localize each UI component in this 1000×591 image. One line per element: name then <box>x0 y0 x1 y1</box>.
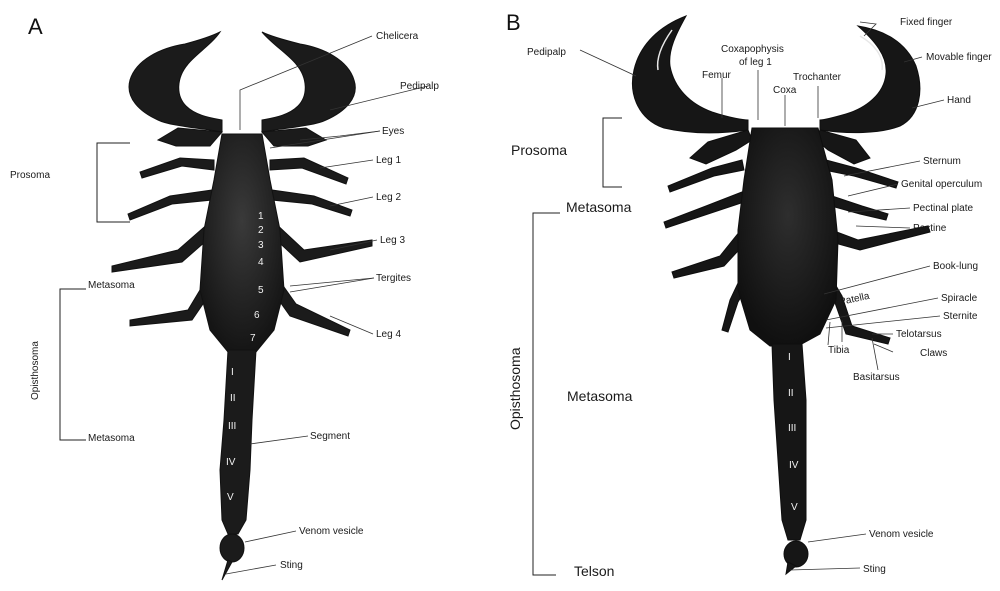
label-coxapophysis-line1: Coxapophysis <box>721 44 784 55</box>
tail-numeral: III <box>228 421 236 432</box>
label-sting-b: Sting <box>863 564 886 575</box>
scorpion-a-leg1-right <box>270 158 348 184</box>
label-trochanter: Trochanter <box>793 72 842 83</box>
scorpion-b-drawing <box>632 16 930 574</box>
scorpion-b-left-arm <box>690 130 752 164</box>
label-metasoma-mid-b: Metasoma <box>567 388 633 404</box>
scorpion-a-drawing <box>112 32 372 580</box>
label-femur: Femur <box>702 70 732 81</box>
tergite-number: 4 <box>258 257 264 268</box>
label-coxa: Coxa <box>773 85 797 96</box>
label-movable-finger: Movable finger <box>926 52 992 63</box>
bracket-opisthosoma-b <box>533 213 560 575</box>
label-hand: Hand <box>947 95 971 106</box>
label-pedipalp: Pedipalp <box>400 81 439 92</box>
label-sternite: Sternite <box>943 311 978 322</box>
scorpion-a-leg1-left <box>140 158 214 178</box>
scorpion-b-leg2-left <box>664 192 744 228</box>
label-spiracle: Spiracle <box>941 293 978 304</box>
scorpion-a-left-pedipalp <box>129 32 222 132</box>
tail-numeral: IV <box>226 457 236 468</box>
label-sternum: Sternum <box>923 156 961 167</box>
label-metasoma-top-b: Metasoma <box>566 199 632 215</box>
label-book-lung: Book-lung <box>933 261 978 272</box>
label-fixed-finger: Fixed finger <box>900 17 953 28</box>
scorpion-b-tail <box>772 344 806 540</box>
tail-numeral: III <box>788 423 796 434</box>
scorpion-a-right-arm <box>262 128 326 146</box>
label-prosoma-b: Prosoma <box>511 142 567 158</box>
scorpion-a-vesicle <box>220 534 244 562</box>
label-metasoma-top-a: Metasoma <box>88 280 135 291</box>
label-venom-vesicle: Venom vesicle <box>299 526 364 537</box>
label-sting: Sting <box>280 560 303 571</box>
scorpion-a-tail <box>220 350 256 534</box>
panel-b-letter: B <box>506 10 521 35</box>
label-metasoma-bottom-a: Metasoma <box>88 433 135 444</box>
label-segment: Segment <box>310 431 350 442</box>
label-venom-vesicle-b: Venom vesicle <box>869 529 934 540</box>
label-patella: Patella <box>838 291 871 308</box>
tail-numeral: I <box>788 352 791 363</box>
tergite-number: 1 <box>258 211 264 222</box>
bracket-prosoma-a <box>97 143 130 222</box>
tail-numeral: I <box>231 367 234 378</box>
tail-numeral: II <box>230 393 236 404</box>
label-genital-operculum: Genital operculum <box>901 179 982 190</box>
label-chelicera: Chelicera <box>376 31 419 42</box>
label-pectine: Pectine <box>913 223 947 234</box>
label-leg-2: Leg 2 <box>376 192 401 203</box>
label-coxapophysis-line2: of leg 1 <box>739 57 772 68</box>
tail-numeral: V <box>227 492 234 503</box>
scorpion-a-sting <box>222 560 232 580</box>
label-basitarsus: Basitarsus <box>853 372 900 383</box>
label-pectinal-plate: Pectinal plate <box>913 203 973 214</box>
tail-numeral: IV <box>789 460 799 471</box>
label-prosoma-a: Prosoma <box>10 170 50 181</box>
tergite-number: 5 <box>258 285 264 296</box>
label-tibia: Tibia <box>828 345 850 356</box>
scorpion-a-leg2-left <box>128 190 212 220</box>
scorpion-a-left-arm <box>158 128 222 146</box>
bracket-opisthosoma-a <box>60 289 86 440</box>
label-claws: Claws <box>920 348 947 359</box>
tergite-number: 7 <box>250 333 256 344</box>
label-opisthosoma-b: Opisthosoma <box>507 347 523 430</box>
label-leg-1: Leg 1 <box>376 155 401 166</box>
scorpion-a-right-pedipalp <box>262 32 355 132</box>
label-leg-4: Leg 4 <box>376 329 401 340</box>
tergite-number: 3 <box>258 240 264 251</box>
scorpion-a-leg3-left <box>112 222 214 272</box>
label-telson-b: Telson <box>574 563 614 579</box>
label-opisthosoma-a: Opisthosoma <box>30 341 41 400</box>
bracket-prosoma-b <box>603 118 622 187</box>
label-pedipalp-b: Pedipalp <box>527 47 566 58</box>
scorpion-b-body <box>738 128 838 346</box>
label-tergites: Tergites <box>376 273 411 284</box>
label-eyes: Eyes <box>382 126 404 137</box>
tergite-number: 6 <box>254 310 260 321</box>
tail-numeral: V <box>791 502 798 513</box>
tail-numeral: II <box>788 388 794 399</box>
label-telotarsus: Telotarsus <box>896 329 942 340</box>
scorpion-b-leg1-right <box>824 160 898 188</box>
panel-a-letter: A <box>28 14 43 39</box>
scorpion-a-leg2-right <box>272 190 352 216</box>
label-leg-3: Leg 3 <box>380 235 405 246</box>
scorpion-a-leg3-right <box>270 222 372 262</box>
scorpion-b-leg1-left <box>668 160 744 192</box>
tergite-number: 2 <box>258 225 264 236</box>
